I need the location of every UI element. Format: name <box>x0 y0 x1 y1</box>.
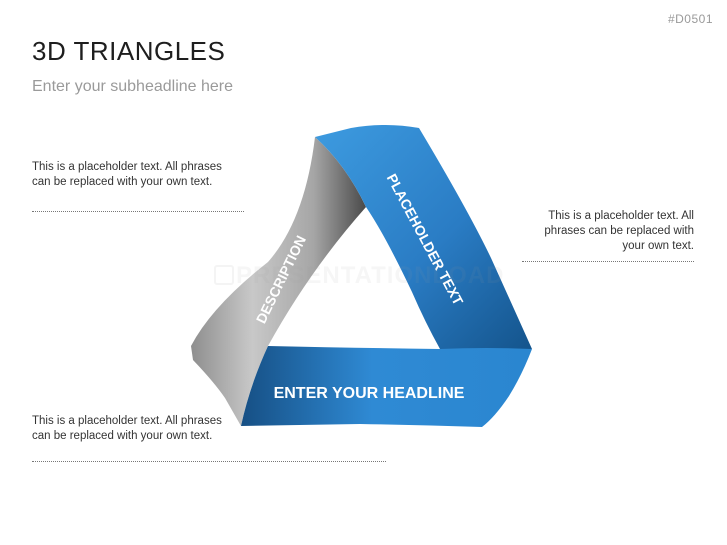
page-title: 3D TRIANGLES <box>32 36 226 66</box>
right-band <box>315 125 532 349</box>
slide-code: #D0501 <box>667 12 713 26</box>
bottom-band <box>241 346 532 427</box>
note-left-bottom: This is a placeholder text. All phrases … <box>32 415 222 442</box>
bottom-band-label: ENTER YOUR HEADLINE <box>274 385 465 402</box>
divider-right <box>522 261 694 262</box>
page-subtitle: Enter your subheadline here <box>32 78 234 95</box>
divider-left-top <box>32 211 244 212</box>
note-left-top: This is a placeholder text. All phrases … <box>32 161 222 188</box>
note-right: This is a placeholder text. All phrases … <box>544 210 694 252</box>
left-band <box>191 137 366 426</box>
watermark: PRESENTATIONLOAD <box>236 262 505 289</box>
divider-left-bottom <box>32 461 386 462</box>
watermark-icon <box>214 265 234 285</box>
